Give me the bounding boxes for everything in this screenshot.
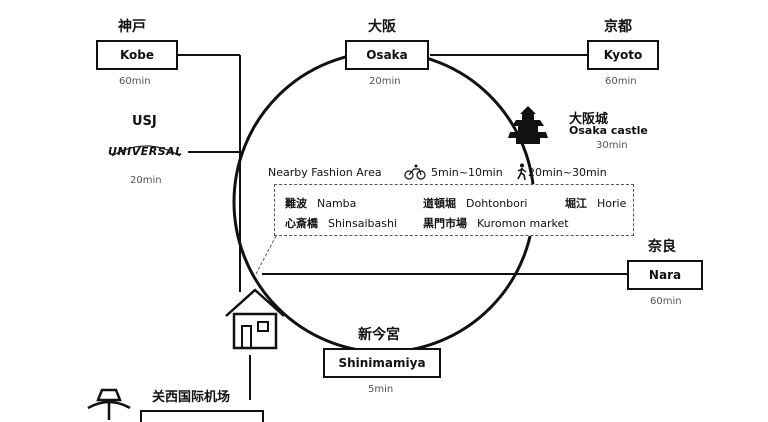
kyoto-time: 60min (605, 76, 637, 87)
kobe-time: 60min (119, 76, 151, 87)
castle-time: 30min (596, 140, 628, 151)
castle-en-label: Osaka castle (569, 124, 648, 137)
castle-jp-label: 大阪城 (569, 112, 609, 127)
kansai-jp-label: 关西国际机场 (152, 390, 231, 405)
usj-time: 20min (130, 175, 162, 186)
bicycle-icon (404, 164, 426, 180)
house-icon (225, 288, 285, 350)
kobe-station-box[interactable]: Kobe (96, 40, 178, 70)
universal-logo-text: UNIVERSAL (108, 145, 183, 158)
kobe-jp-label: 神戸 (118, 19, 146, 35)
kyoto-jp-label: 京都 (604, 19, 632, 35)
airport-tower-icon (87, 388, 131, 420)
shinimamiya-station-box[interactable]: Shinimamiya (323, 348, 441, 378)
castle-icon (508, 106, 548, 144)
nara-time: 60min (650, 296, 682, 307)
usj-label: USJ (132, 114, 157, 129)
walking-person-icon (517, 163, 527, 181)
shinimamiya-time: 5min (368, 384, 394, 395)
osaka-jp-label: 大阪 (368, 19, 396, 35)
osaka-station-box[interactable]: Osaka (345, 40, 429, 70)
walk-time: 20min~30min (528, 166, 607, 179)
universal-logo (111, 145, 181, 157)
fashion-title: Nearby Fashion Area (268, 166, 382, 179)
shinimamiya-jp-label: 新今宮 (358, 327, 400, 343)
nara-jp-label: 奈良 (648, 239, 676, 255)
osaka-time: 20min (369, 76, 401, 87)
nara-station-box[interactable]: Nara (627, 260, 703, 290)
fashion-connector (255, 235, 277, 275)
bike-time: 5min~10min (431, 166, 503, 179)
kansai-station-box[interactable] (140, 410, 264, 422)
kyoto-station-box[interactable]: Kyoto (587, 40, 659, 70)
